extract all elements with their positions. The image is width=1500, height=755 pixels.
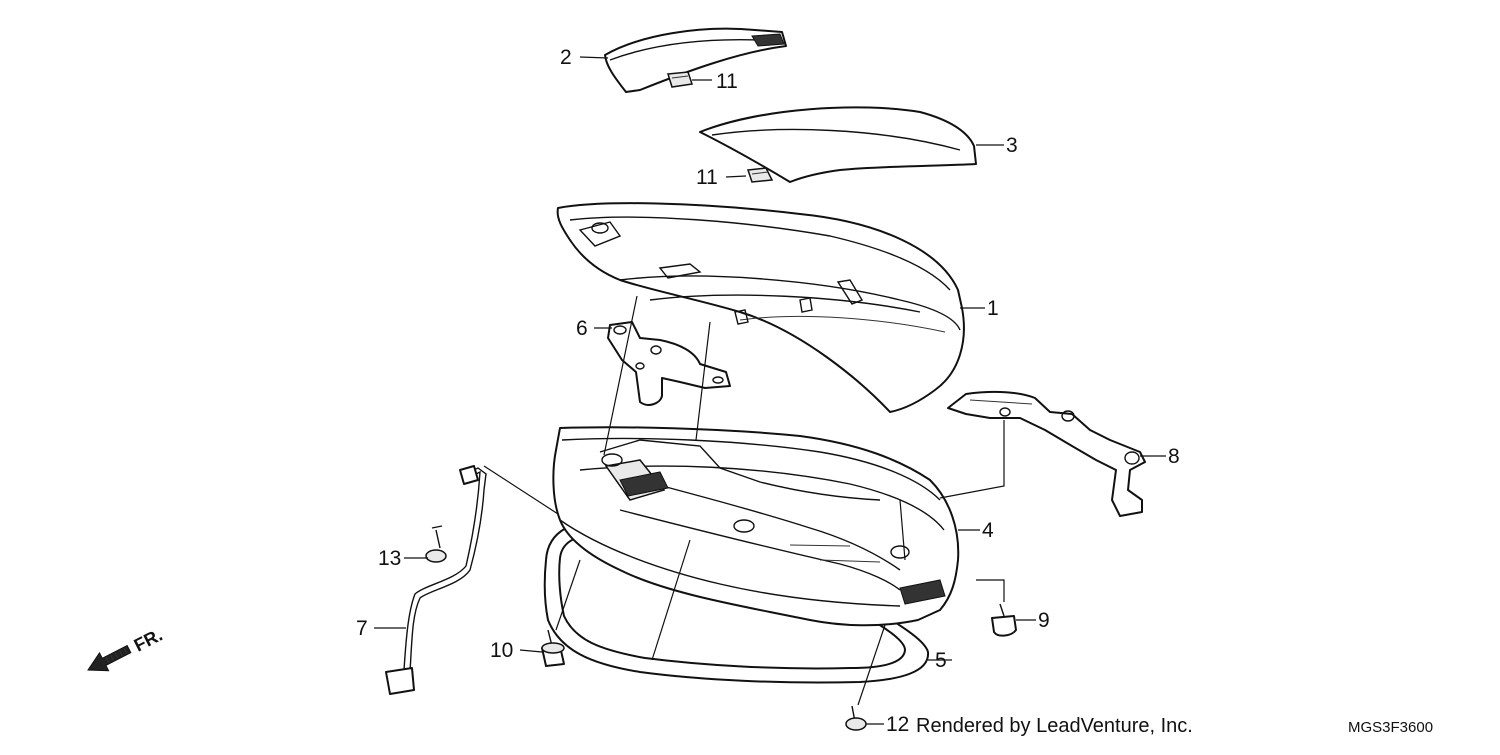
part-3-large-cover: [699, 106, 977, 183]
part-12-screw: [845, 705, 867, 731]
callout-8: 8: [1168, 445, 1180, 468]
callout-2: 2: [560, 46, 572, 69]
callout-12: 12: [886, 713, 909, 736]
callout-10: 10: [490, 639, 513, 662]
callout-7: 7: [356, 617, 368, 640]
callout-11-upper: 11: [716, 70, 738, 93]
callout-11-lower: 11: [696, 166, 718, 189]
front-direction-arrow-icon: [87, 644, 132, 672]
callout-3: 3: [1006, 134, 1018, 157]
part-7-cable: [385, 465, 487, 695]
credit-text: Rendered by LeadVenture, Inc.: [916, 715, 1193, 737]
callout-6: 6: [576, 317, 588, 340]
callout-13: 13: [378, 547, 401, 570]
front-marker-label: FR.: [131, 625, 166, 656]
callout-5: 5: [935, 649, 947, 672]
assembly-guide-lines: [483, 295, 1005, 706]
part-2-small-cover: [604, 27, 787, 93]
diagram-code: MGS3F3600: [1348, 719, 1433, 736]
part-4-trunk-box: [552, 426, 960, 627]
callout-1: 1: [987, 297, 999, 320]
part-11-clip-lower: [746, 167, 774, 183]
callout-9: 9: [1038, 609, 1050, 632]
part-13-screw: [425, 525, 447, 563]
part-1-trunk-lid: [556, 202, 965, 413]
part-6-hinge-bracket: [607, 321, 731, 406]
part-11-clip-upper: [667, 71, 693, 88]
part-10-grommet: [541, 629, 565, 667]
part-8-side-bracket: [947, 390, 1146, 517]
callout-leaders: [374, 56, 1166, 725]
callout-4: 4: [982, 519, 994, 542]
part-9-bolt: [991, 603, 1017, 637]
